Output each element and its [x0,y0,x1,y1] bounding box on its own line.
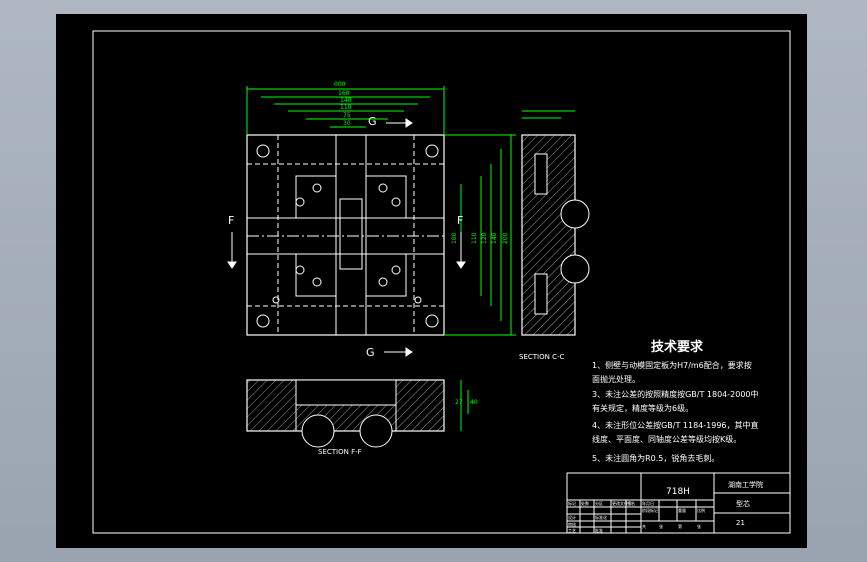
cut-label-g-bottom: G [366,346,375,359]
tb-small: 审核 [568,521,576,527]
dim-top-2: 140 [340,97,352,104]
cad-drawing-viewport: 000 160 140 110 75 30 F F G G [56,14,807,548]
section-cut-markers: F F G G [227,115,466,359]
tb-small: 处数 [581,500,589,506]
dim-right-3: 140 [491,232,498,244]
cut-label-g-top: G [368,115,377,128]
plan-view [246,134,445,336]
tb-small: 标记 [568,500,576,506]
dim-top-0: 000 [334,81,346,88]
tech-req-item: 5、未注圆角为R0.5，锐角去毛刺。 [592,453,719,463]
cut-label-f-left: F [228,214,234,227]
tb-small: 共 [642,523,646,529]
tech-req-item: 4、未注形位公差按GB/T 1184-1996，其中直 [592,420,759,430]
section-gg-view: SECTION C-C [519,110,590,361]
dim-right-1: 110 [471,232,478,244]
tb-small: 分区 [595,500,603,506]
cut-label-f-right: F [457,214,463,227]
tech-req-item: 1、侧壁与动模固定板为H7/m6配合，要求按 [592,360,752,370]
material-label: 718H [666,487,690,497]
drawing-border [92,30,791,534]
tech-req-item: 面抛光处理。 [592,374,640,384]
section-ff-view: 27 40 SECTION F-F [246,379,478,456]
tb-small: 张 [659,523,663,529]
tb-small: 批准 [595,527,603,533]
school-name: 湖南工学院 [728,480,763,489]
dim-right-0: 100 [451,232,458,244]
tb-small: 更改文件号 [612,500,632,506]
tech-req-title: 技术要求 [651,339,704,355]
section-ff-title: SECTION F-F [318,448,362,456]
tech-req-item: 线度、平面度、同轴度公差等级均按K级。 [592,434,741,444]
tb-small: 重量 [678,507,686,513]
tb-small: 比例 [697,507,705,513]
part-name: 型芯 [736,499,750,508]
dim-ff-0: 27 [455,399,463,406]
section-gg-title: SECTION C-C [519,353,564,361]
right-dimensions-text: 100 110 120 140 200 [451,232,509,244]
tb-small: 第 [678,523,682,529]
tb-small: 工艺 [568,528,576,533]
dim-right-2: 120 [481,232,488,244]
dim-right-4: 200 [502,232,509,244]
tech-req-item: 3、未注公差的按照精度按GB/T 1804-2000中 [592,389,759,399]
plan-dimensions: 000 160 140 110 75 30 [246,81,516,336]
dim-top-1: 160 [338,90,350,97]
tb-small: 张 [697,523,701,529]
dim-top-4: 75 [343,112,351,119]
dim-ff-1: 40 [470,399,478,406]
tech-req-item: 有关规定，精度等级为6级。 [592,403,693,413]
dim-top-3: 110 [340,104,352,111]
drawing-svg: 000 160 140 110 75 30 F F G G [92,30,791,534]
tb-small: 标准化 [595,514,607,520]
title-block-text: 718H 湖南工学院 型芯 21 标记 处数 分区 更改文件号 签名 年月日 设… [568,480,763,533]
tech-requirements: 技术要求 1、侧壁与动模固定板为H7/m6配合，要求按 面抛光处理。 3、未注公… [592,339,759,463]
tb-small: 阶段标记 [642,507,658,513]
tb-small: 签名 [627,500,635,506]
title-block [566,472,791,534]
drawing-number: 21 [736,519,745,527]
tb-small: 设计 [568,514,576,520]
dim-top-5: 30 [343,120,351,127]
tb-small: 年月日 [642,500,654,506]
